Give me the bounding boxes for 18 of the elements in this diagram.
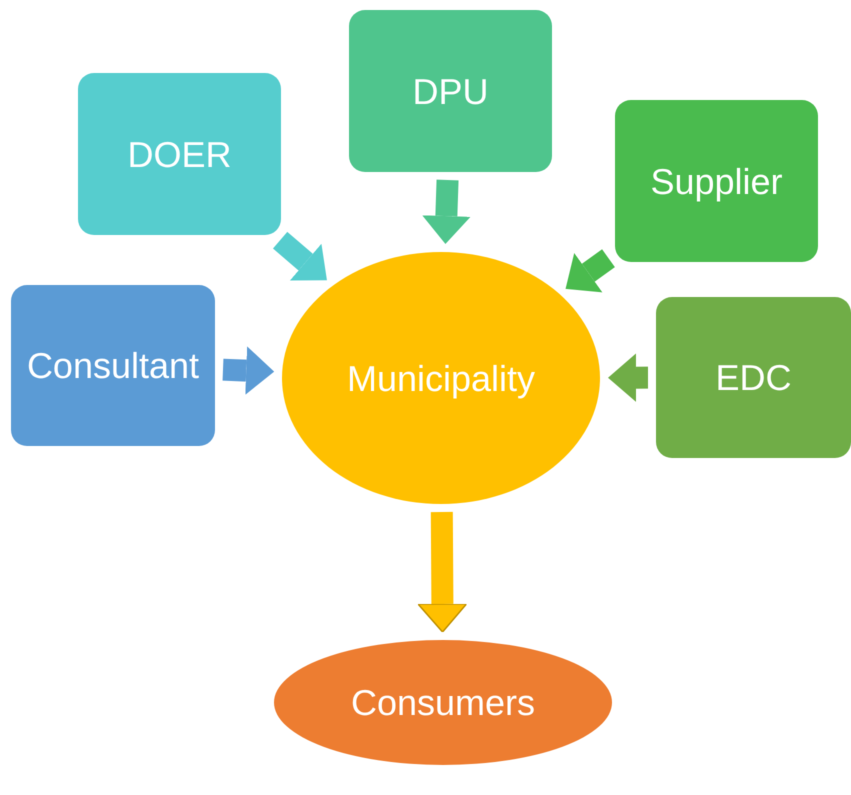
process-box	[656, 297, 851, 458]
node-label: Consultant	[26, 344, 200, 388]
process-box	[11, 285, 215, 446]
node-label: DPU	[412, 70, 488, 114]
block-arrow	[422, 180, 471, 244]
process-box	[349, 10, 552, 172]
node-label: Consumers	[350, 681, 536, 725]
block-arrow	[566, 249, 615, 292]
block-arrow	[417, 512, 468, 633]
process-box	[78, 73, 281, 235]
node-label: Supplier	[650, 160, 783, 204]
node-label: DOER	[127, 132, 232, 176]
node-label: EDC	[715, 356, 792, 400]
block-arrow	[608, 354, 648, 402]
block-arrow	[272, 232, 327, 280]
block-arrow	[222, 346, 274, 395]
process-box	[615, 100, 818, 262]
node-label: Municipality	[346, 356, 536, 400]
